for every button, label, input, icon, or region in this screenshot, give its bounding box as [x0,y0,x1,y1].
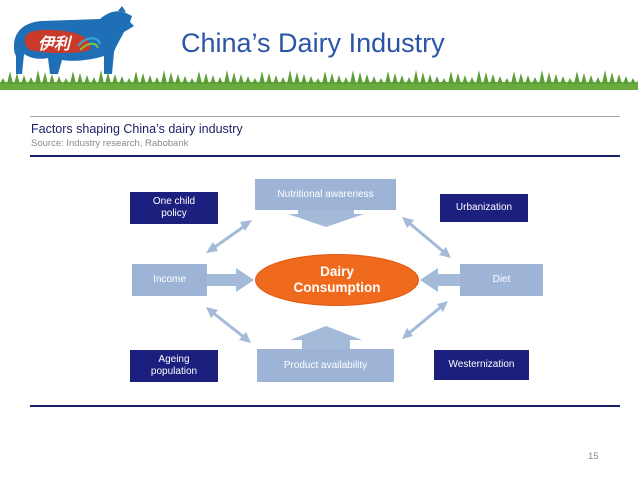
figure-title: Factors shaping China’s dairy industry [31,122,243,136]
figure-header-rule [30,155,620,157]
page-number: 15 [588,451,599,462]
factor-westernization: Westernization [434,350,529,380]
figure-bottom-rule [30,405,620,407]
arrow-income-to-core [207,268,254,292]
arrow-nutritional-to-core [288,210,364,227]
factor-label: Westernization [448,359,515,370]
slide-title: China’s Dairy Industry [181,28,445,58]
factor-label: population [150,366,198,377]
arrow-diet-to-core [420,268,460,292]
factor-label: Urbanization [455,202,513,213]
dairy-consumption-core: Dairy Consumption [255,254,419,306]
figure-top-rule [30,116,620,117]
grass-border-icon [0,70,638,90]
arrow-income-nutritional [211,223,247,251]
factor-label: One child [152,196,196,207]
arrow-product-to-core [290,326,362,349]
core-label-line1: Dairy [320,264,354,279]
figure-source: Source: Industry research, Rabobank [31,138,189,149]
factor-product-availability: Product availability [257,349,394,382]
factor-urbanization: Urbanization [440,194,528,222]
factor-income: Income [132,264,207,296]
arrow-nutritional-diet [407,220,446,255]
factor-label: Income [153,274,186,285]
factor-nutritional-awareness: Nutritional awareness [255,179,396,210]
factor-label: Diet [492,274,511,285]
arrow-product-diet [407,304,443,336]
arrow-income-product [211,310,246,340]
cow-logo-icon: 伊利 [14,6,134,74]
factor-diet: Diet [460,264,543,296]
factor-label: Nutritional awareness [277,188,374,200]
factor-label: policy [161,208,187,219]
logo-text: 伊利 [38,34,73,53]
core-label-line2: Consumption [293,280,381,295]
factor-label: Product availability [283,359,368,371]
factor-label: Ageing [158,354,190,365]
